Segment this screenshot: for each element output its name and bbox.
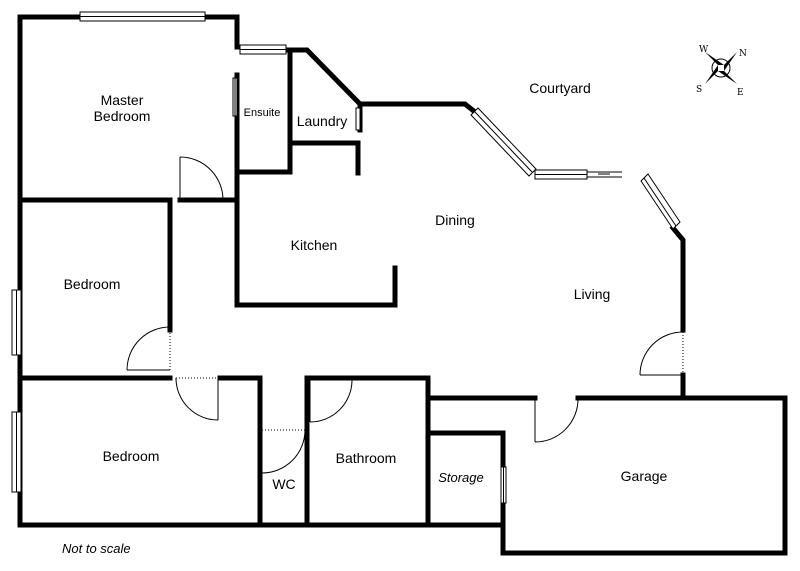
door-bathroom-swing bbox=[309, 379, 353, 423]
door-bedroom2-swing bbox=[126, 326, 171, 371]
label-bedroom3: Bedroom bbox=[103, 448, 160, 464]
door-wc-swing bbox=[261, 429, 306, 474]
compass-needle-1 bbox=[705, 52, 724, 65]
label-courtyard: Courtyard bbox=[529, 80, 590, 96]
label-garage: Garage bbox=[621, 468, 668, 484]
label-storage: Storage bbox=[438, 470, 484, 485]
door-garage-swing bbox=[534, 397, 579, 443]
compass-needle-2 bbox=[724, 52, 737, 71]
label-master-line1: Master bbox=[101, 92, 144, 108]
label-bedroom2: Bedroom bbox=[64, 276, 121, 292]
compass-needle-4 bbox=[705, 65, 718, 84]
compass-icon: N E S W bbox=[696, 45, 747, 98]
windows bbox=[11, 11, 681, 493]
label-kitchen: Kitchen bbox=[291, 237, 338, 253]
compass-needle-3 bbox=[718, 71, 737, 84]
label-master-line2: Bedroom bbox=[94, 108, 151, 124]
compass-circle bbox=[711, 58, 731, 78]
label-wc: WC bbox=[272, 476, 295, 492]
doors bbox=[126, 77, 684, 504]
window-living-diagonal-line bbox=[643, 177, 677, 227]
wall-master-outer bbox=[17, 14, 83, 381]
wall-bedroom3-top-right bbox=[217, 375, 263, 528]
door-living-swing bbox=[639, 331, 684, 376]
compass-e: E bbox=[737, 88, 744, 98]
wall-ensuite-right bbox=[177, 72, 240, 203]
window-dining-diagonal-line bbox=[473, 110, 533, 173]
door-master-swing bbox=[179, 156, 224, 201]
note-not-to-scale: Not to scale bbox=[62, 541, 131, 556]
label-laundry: Laundry bbox=[297, 113, 348, 129]
room-labels: Master Bedroom Ensuite Laundry Courtyard… bbox=[62, 80, 668, 556]
wall-master-top-right bbox=[202, 14, 240, 50]
wall-ensuite-bottom bbox=[234, 49, 293, 175]
label-dining: Dining bbox=[435, 212, 475, 228]
wall-garage-top-right bbox=[500, 395, 788, 556]
wall-kitchen bbox=[234, 197, 398, 308]
wall-storage-top bbox=[425, 430, 506, 468]
wall-master-bottom bbox=[17, 197, 173, 333]
wall-living-right bbox=[669, 224, 686, 333]
wall-laundry-bottom bbox=[287, 140, 361, 176]
label-ensuite: Ensuite bbox=[244, 107, 281, 119]
label-bathroom: Bathroom bbox=[336, 450, 397, 466]
wall-bathroom-top bbox=[307, 375, 431, 528]
door-laundry bbox=[355, 107, 361, 131]
compass-s: S bbox=[696, 85, 702, 95]
door-bedroom3-swing bbox=[175, 377, 219, 421]
compass-n: N bbox=[739, 49, 747, 59]
wall-courtyard-side bbox=[357, 101, 479, 116]
label-living: Living bbox=[574, 286, 611, 302]
compass-w: W bbox=[699, 45, 709, 55]
